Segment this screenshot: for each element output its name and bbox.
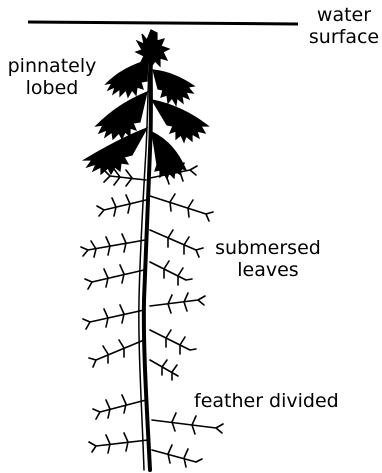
label-feather-divided: feather divided [194, 390, 354, 412]
label-water-surface-line2: surface [308, 26, 380, 48]
label-water-surface: water surface [308, 4, 380, 48]
submersed-leaves-feather-divided [81, 163, 223, 467]
label-submersed-leaves-line2: leaves [205, 259, 331, 281]
label-submersed-leaves-line1: submersed [205, 237, 331, 259]
water-surface-line [28, 22, 298, 24]
label-pinnately-lobed-line1: pinnately [4, 55, 100, 77]
label-pinnately-lobed: pinnately lobed [4, 55, 100, 99]
label-submersed-leaves: submersed leaves [205, 237, 331, 281]
label-pinnately-lobed-line2: lobed [4, 77, 100, 99]
label-water-surface-line1: water [308, 4, 380, 26]
